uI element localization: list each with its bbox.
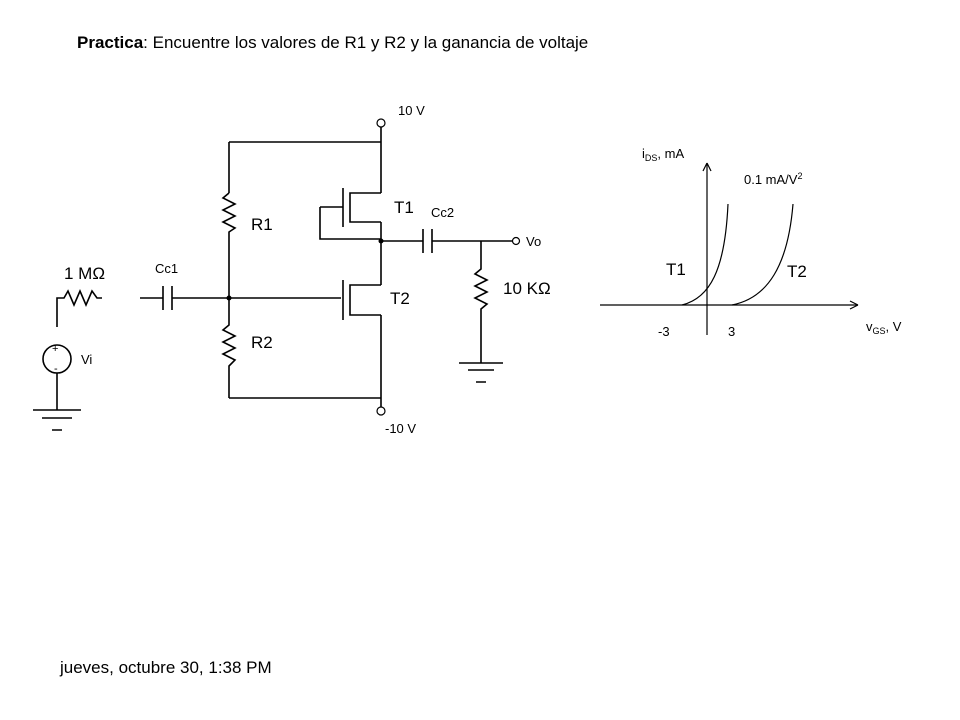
vo-label: Vo [526, 234, 541, 249]
t2-transistor [342, 280, 381, 320]
cc2-capacitor [381, 229, 512, 253]
cc1-capacitor [140, 286, 186, 310]
slide-title: Practica: Encuentre los valores de R1 y … [77, 33, 588, 53]
vgs-main: v [866, 319, 873, 334]
tick-neg3: -3 [658, 324, 670, 339]
r1-resistor [221, 192, 237, 298]
top-rail [228, 127, 382, 193]
vgs-rest: , V [886, 319, 902, 334]
t1-curve [681, 203, 729, 306]
cc1-label: Cc1 [155, 261, 178, 276]
vi-plus: + [52, 343, 58, 355]
r2-resistor [221, 298, 237, 368]
t2-label: T2 [390, 289, 410, 308]
vss-terminal [376, 406, 386, 416]
k-label: 0.1 mA/V2 [744, 171, 802, 187]
vgs-sub: GS [873, 326, 886, 336]
transfer-graph [600, 162, 859, 335]
bottom-rail [228, 315, 382, 407]
ids-main: i [642, 146, 645, 161]
y-axis-arrow-icon [702, 162, 712, 172]
t1-transistor [319, 188, 381, 240]
rload-label: 10 KΩ [503, 279, 551, 298]
ids-rest: , mA [657, 146, 684, 161]
vgs-axis-label: vGS, V [866, 319, 902, 336]
rsource-label: 1 MΩ [64, 264, 105, 283]
k-main: 0.1 mA/V [744, 172, 798, 187]
t1-label: T1 [394, 198, 414, 217]
r2-label: R2 [251, 333, 273, 352]
title-bold: Practica [77, 33, 144, 52]
vi-ground-icon [33, 409, 81, 431]
source-resistor [56, 288, 102, 327]
title-rest: : Encuentre los valores de R1 y R2 y la … [143, 33, 589, 52]
curve-t2-label: T2 [787, 262, 807, 281]
t2-curve [731, 203, 794, 306]
vi-label: Vi [81, 352, 92, 367]
load-resistor [473, 241, 489, 363]
tick-pos3: 3 [728, 324, 735, 339]
load-ground-icon [459, 362, 503, 383]
vo-terminal [511, 236, 521, 246]
vdd-terminal [376, 118, 386, 128]
vdd-label: 10 V [398, 103, 425, 118]
footer-date: jueves, octubre 30, 1:38 PM [60, 658, 272, 677]
vi-minus: - [54, 363, 58, 375]
cc2-label: Cc2 [431, 205, 454, 220]
r1-label: R1 [251, 215, 273, 234]
ids-axis-label: iDS, mA [642, 146, 684, 163]
ids-sub: DS [645, 153, 658, 163]
k-sup: 2 [797, 171, 802, 181]
curve-t1-label: T1 [666, 260, 686, 279]
x-axis-arrow-icon [849, 300, 859, 310]
vss-label: -10 V [385, 421, 416, 436]
